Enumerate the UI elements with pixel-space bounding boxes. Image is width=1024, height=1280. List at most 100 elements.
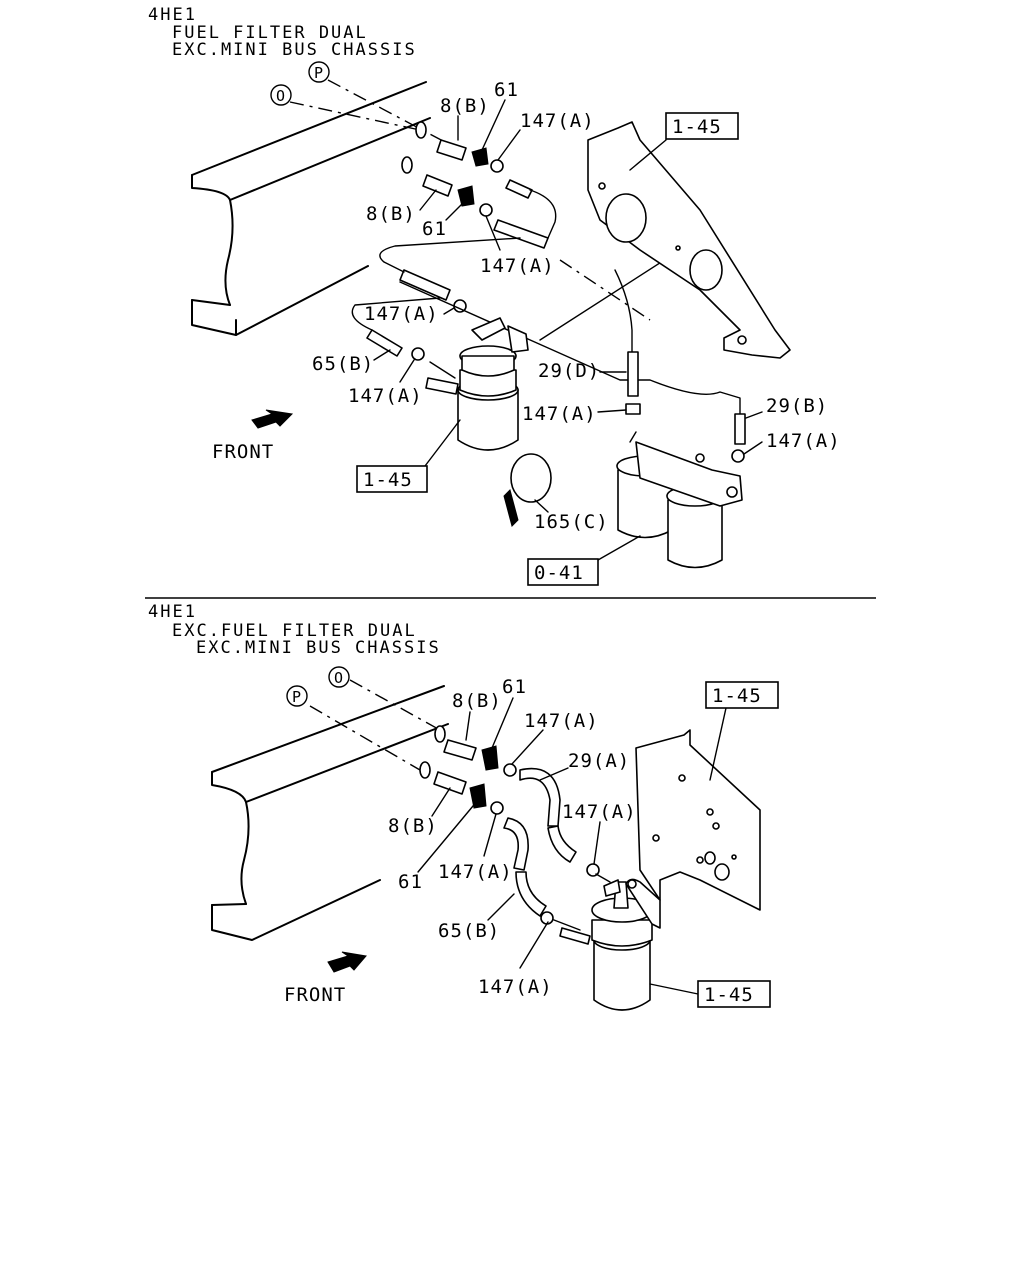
bottom-ref-box-1-45-b — [697, 980, 771, 1008]
bottom-callout-8b-a: 8(B) — [452, 690, 502, 712]
top-hose-b — [493, 219, 549, 249]
bottom-diagram: 4HE1 EXC.FUEL FILTER DUAL EXC.MINI BUS C… — [148, 602, 779, 1011]
top-hose-c — [399, 269, 451, 301]
top-ref-line-p — [327, 79, 461, 151]
bottom-callout-147a-1: 147(A) — [524, 710, 599, 732]
top-single-fuel-filter — [425, 317, 529, 451]
top-band-165c — [503, 453, 552, 527]
bottom-ref-box-1-45-a — [705, 681, 779, 709]
top-callout-61-a: 61 — [494, 79, 519, 101]
bottom-grommet-1 — [434, 725, 446, 743]
top-callout-8b-b: 8(B) — [366, 203, 416, 225]
bottom-bracket-plate — [635, 729, 761, 911]
top-callout-147a-2: 147(A) — [480, 255, 555, 277]
top-pipe-29b — [734, 413, 746, 445]
top-ref-o-label: O — [276, 87, 285, 105]
top-callout-29d: 29(D) — [538, 360, 600, 382]
bottom-hose-29a-lower — [547, 825, 577, 863]
bottom-callout-147a-3: 147(A) — [438, 861, 513, 883]
top-clamp-147a-4 — [411, 347, 425, 361]
top-callout-147a-1: 147(A) — [520, 110, 595, 132]
bottom-grommet-2 — [419, 761, 431, 779]
top-callout-8b-a: 8(B) — [440, 95, 490, 117]
top-frame-rail — [191, 81, 431, 336]
top-clip-61-2 — [457, 185, 475, 207]
top-clip-61-1 — [471, 147, 489, 167]
bottom-ref-line-p — [309, 705, 421, 771]
top-callout-147a-3: 147(A) — [364, 303, 439, 325]
bottom-pipe-8b-2 — [433, 771, 467, 795]
bottom-callout-147a-4: 147(A) — [478, 976, 553, 998]
top-return-line — [379, 237, 521, 263]
top-dual-fuel-filter — [616, 431, 743, 569]
top-fuel-line — [399, 281, 741, 421]
bottom-ref-box-1-45-b-label: 1-45 — [704, 984, 754, 1006]
bottom-ref-p-label: P — [292, 688, 301, 706]
bottom-hose-65b-upper — [503, 817, 529, 871]
top-ref-o-circle — [270, 84, 292, 106]
bottom-hose-inlet — [559, 927, 591, 945]
top-front-label: FRONT — [212, 441, 274, 463]
top-diagram: 4HE1 FUEL FILTER DUAL EXC.MINI BUS CHASS… — [148, 5, 841, 586]
top-ref-box-1-45-a-label: 1-45 — [672, 116, 722, 138]
top-callout-147a-5: 147(A) — [522, 403, 597, 425]
top-clamp-147a-6 — [731, 449, 745, 463]
bottom-header-line-3: EXC.MINI BUS CHASSIS — [196, 638, 441, 658]
bottom-callout-29a: 29(A) — [568, 750, 630, 772]
top-pipe-8b-2 — [422, 174, 453, 197]
bottom-ref-box-1-45-a-label: 1-45 — [712, 685, 762, 707]
bottom-clip-61-1 — [481, 745, 499, 771]
top-clamp-147a-2 — [479, 203, 493, 217]
bottom-clamp-147a-1 — [503, 763, 517, 777]
bottom-clamp-147a-3 — [586, 863, 600, 877]
bottom-front-arrow-icon — [327, 951, 367, 973]
bottom-callout-8b-b: 8(B) — [388, 815, 438, 837]
bottom-header-line-1: 4HE1 — [148, 602, 197, 622]
bottom-ref-o-circle — [328, 666, 350, 688]
bottom-front-label: FRONT — [284, 984, 346, 1006]
bottom-callout-61-b: 61 — [398, 871, 423, 893]
top-front-arrow-icon — [251, 409, 294, 429]
bottom-ref-p-circle — [286, 685, 308, 707]
bottom-clip-61-2 — [469, 783, 487, 809]
bottom-hose-29a — [519, 767, 561, 827]
bottom-pipe-8b-1 — [443, 739, 477, 761]
top-bracket-plate — [587, 121, 791, 359]
top-callout-165c: 165(C) — [534, 511, 609, 533]
bottom-callout-65b: 65(B) — [438, 920, 500, 942]
top-callout-147a-4: 147(A) — [348, 385, 423, 407]
top-pipe-8b-1 — [436, 139, 467, 161]
bottom-fuel-filter — [591, 878, 661, 1011]
bottom-callout-61-a: 61 — [502, 676, 527, 698]
top-ref-box-1-45-b-label: 1-45 — [363, 469, 413, 491]
top-grommet-2 — [401, 156, 413, 174]
top-ref-p-circle — [308, 61, 330, 83]
top-header-line-3: EXC.MINI BUS CHASSIS — [172, 40, 417, 60]
top-ref-p-label: P — [314, 64, 323, 82]
bottom-frame-rail — [211, 685, 449, 941]
top-ref-box-0-41 — [527, 558, 599, 586]
top-callout-147a-6: 147(A) — [766, 430, 841, 452]
top-callout-65b: 65(B) — [312, 353, 374, 375]
top-ref-box-0-41-label: 0-41 — [534, 562, 584, 584]
bottom-clamp-147a-2 — [490, 801, 504, 815]
top-header-line-2: FUEL FILTER DUAL — [172, 23, 368, 43]
bottom-ref-o-label: O — [334, 669, 343, 687]
top-clamp-147a-1 — [490, 159, 504, 173]
top-centerline — [559, 259, 651, 321]
top-ref-box-1-45-b — [356, 465, 428, 493]
bottom-hose-65b — [515, 871, 547, 917]
top-header-line-1: 4HE1 — [148, 5, 197, 25]
top-hose-a-line — [529, 189, 557, 239]
top-hose-65b-line — [351, 297, 441, 331]
bottom-header-line-2: EXC.FUEL FILTER DUAL — [172, 621, 417, 641]
top-callout-61-b: 61 — [422, 218, 447, 240]
top-clamp-147a-5 — [625, 403, 641, 415]
bottom-callout-147a-2: 147(A) — [562, 801, 637, 823]
top-callout-29b: 29(B) — [766, 395, 828, 417]
bottom-clamp-147a-4 — [540, 911, 554, 925]
top-pipe-29d — [627, 351, 639, 397]
top-hose-a — [505, 179, 533, 199]
